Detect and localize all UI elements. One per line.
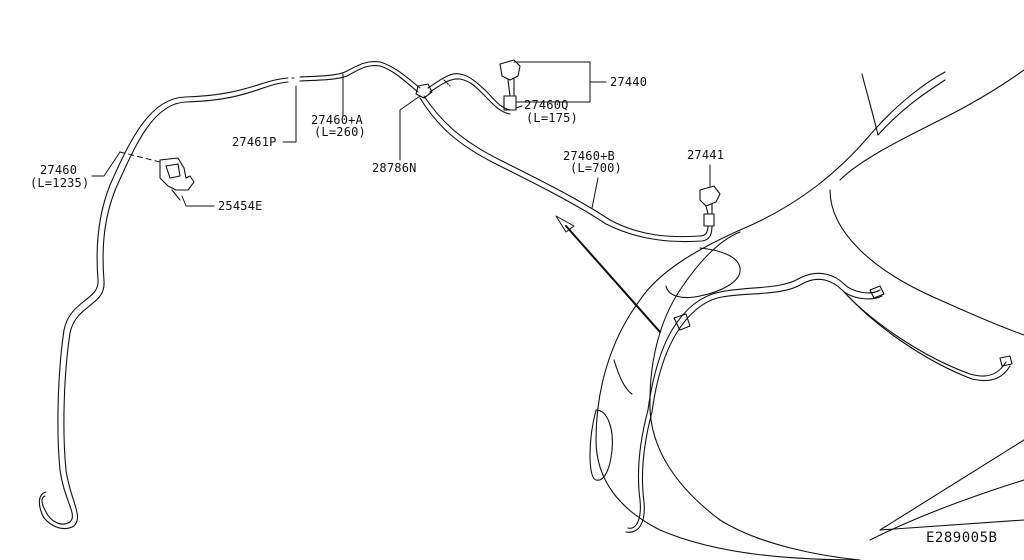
direction-arrow-icon xyxy=(555,215,661,333)
label-27460-part: 27460 xyxy=(40,163,78,177)
vehicle-body-outline xyxy=(589,69,1024,560)
clip-25454e-icon xyxy=(159,157,195,201)
label-27460a-length: (L=260) xyxy=(314,125,366,139)
washer-hose-27460-b xyxy=(419,95,713,243)
label-27440-part: 27440 xyxy=(610,75,648,89)
nozzle-27440-icon xyxy=(499,59,521,111)
clip-leader-dashed xyxy=(119,151,161,163)
label-27441-part: 27441 xyxy=(687,148,725,162)
washer-hose-27460q xyxy=(427,73,511,115)
label-25454e-part: 25454E xyxy=(218,199,263,213)
label-27460b-length: (L=700) xyxy=(570,161,622,175)
diagram-code: E289005B xyxy=(926,530,998,546)
washer-hose-27460 xyxy=(38,77,289,530)
connector-28786n-icon xyxy=(415,83,433,99)
label-28786n-part: 28786N xyxy=(372,161,417,175)
label-27461p-part: 27461P xyxy=(232,135,277,149)
label-27460-length: (L=1235) xyxy=(30,176,90,190)
label-27460q-part: 27460Q xyxy=(524,98,569,112)
label-27460a-part: 27460+A xyxy=(311,113,363,127)
installed-hose-on-vehicle xyxy=(625,272,1013,533)
label-27460b-part: 27460+B xyxy=(563,149,615,163)
leader-lines xyxy=(91,61,711,209)
nozzle-27441-icon xyxy=(699,185,721,227)
washer-hose-27460-a xyxy=(291,60,421,93)
label-27460q-length: (L=175) xyxy=(526,111,578,125)
